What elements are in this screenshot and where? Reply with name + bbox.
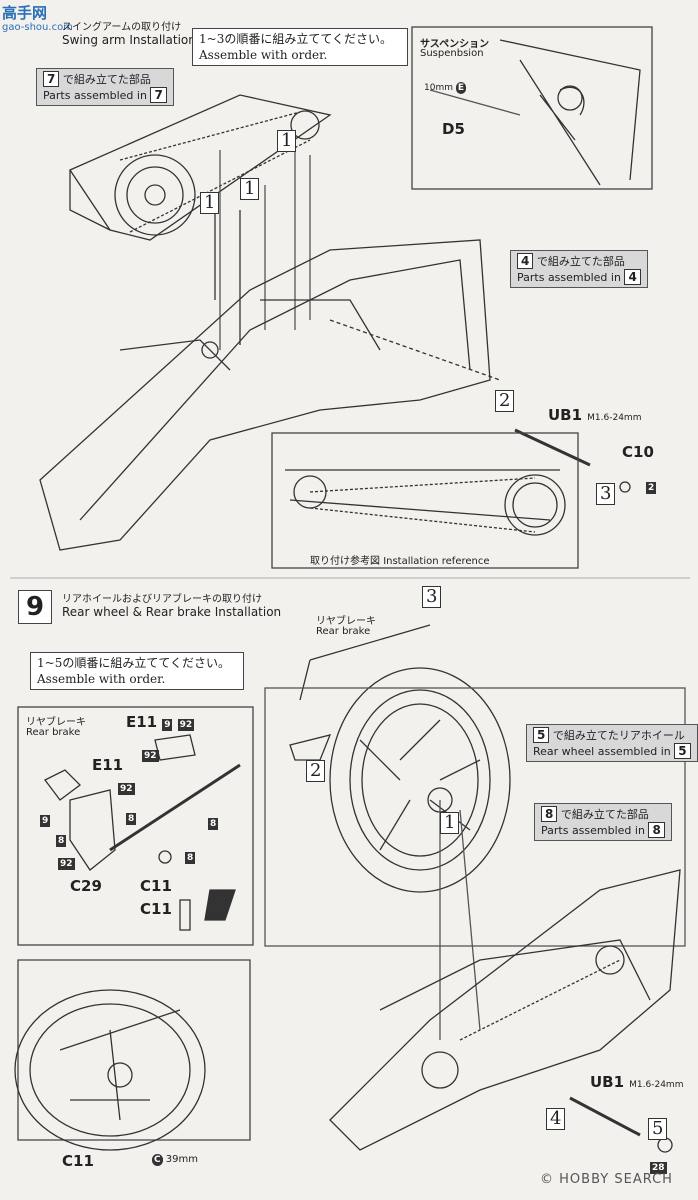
part-e11: E11 (92, 756, 124, 774)
order-1-step9: 1 (440, 812, 460, 834)
size-10mm: 10mm E (424, 82, 467, 94)
qty-9b: 9 (40, 815, 51, 827)
step9-title-jp: リアホイールおよびリアブレーキの取り付け (62, 594, 262, 605)
ub1-spec: M1.6-24mm (629, 1080, 684, 1090)
label-en: Parts assembled in (517, 271, 621, 284)
label-en: Rear wheel assembled in (533, 745, 671, 758)
part-c11-a: C11 (140, 877, 172, 895)
step8-title-en: Swing arm Installation (62, 33, 196, 47)
ub1-label: UB1 (548, 406, 583, 424)
rearbrake-label-jp-top: リヤブレーキ (316, 616, 376, 627)
rearbrake-inset-en: Rear brake (26, 727, 81, 738)
size-39mm: C 39mm (152, 1154, 198, 1166)
order-3: 3 (596, 483, 616, 505)
qty-8b: 8 (56, 835, 67, 847)
label-en: Parts assembled in (541, 824, 645, 837)
part-e11-top: E11 9 92 (126, 712, 195, 731)
c-mark: C (152, 1154, 163, 1166)
step-ref-7: 7 (43, 71, 60, 87)
watermark-text: 高手网 (2, 4, 48, 22)
size-value: 39mm (165, 1154, 199, 1165)
order-2: 2 (495, 390, 515, 412)
order-4-step9: 4 (546, 1108, 566, 1130)
step9-parts-assembled-8: 8 で組み立てた部品 Parts assembled in 8 (534, 803, 672, 841)
step8-parts-assembled-7: 7 で組み立てた部品 Parts assembled in 7 (36, 68, 174, 106)
step8-parts-assembled-4: 4 で組み立てた部品 Parts assembled in 4 (510, 250, 648, 288)
step8-order-en: Assemble with order. (199, 48, 328, 62)
step9-order-jp: 1~5の順番に組み立ててください。 (37, 656, 230, 670)
logo-text: HOBBY SEARCH (559, 1172, 673, 1187)
ub1-label: UB1 (590, 1073, 625, 1091)
suspension-label-en: Suspenbsion (420, 48, 484, 59)
step8-order-note: 1~3の順番に組み立ててください。 Assemble with order. (192, 28, 408, 66)
step9-order-en: Assemble with order. (37, 672, 166, 686)
hobbysearch-logo: © HOBBY SEARCH (540, 1172, 673, 1187)
label-jp: で組み立てたリアホイール (552, 729, 685, 742)
qty-8c: 8 (208, 818, 219, 830)
size-value: 10mm (424, 83, 453, 93)
suspension-label-jp: サスペンション (420, 39, 490, 50)
part-d5: D5 (442, 120, 465, 138)
label-jp: で組み立てた部品 (62, 73, 151, 86)
qty-92: 92 (177, 719, 195, 731)
step-ref-4: 4 (517, 253, 534, 269)
ref-jp: 取り付け参考図 (310, 556, 380, 567)
step9-number: 9 (18, 590, 52, 624)
label-jp: で組み立てた部品 (536, 255, 625, 268)
part-c29: C29 (70, 877, 102, 895)
part-c11-bottom: C11 (62, 1152, 94, 1170)
ub1-spec: M1.6-24mm (587, 413, 642, 423)
order-3-step9: 3 (422, 586, 442, 608)
step9-rear-wheel-assembled-5: 5 で組み立てたリアホイール Rear wheel assembled in 5 (526, 724, 698, 762)
qty-9: 9 (162, 719, 173, 731)
part-ub1-step9: UB1 M1.6-24mm (590, 1072, 683, 1091)
qty-92b: 92 (142, 750, 159, 762)
order-2-step9: 2 (306, 760, 326, 782)
label-en: Parts assembled in (43, 89, 147, 102)
part-c11-b: C11 (140, 900, 172, 918)
step9-order-note: 1~5の順番に組み立ててください。 Assemble with order. (30, 652, 244, 690)
e11-label: E11 (126, 713, 158, 731)
step8-title-jp: スイングアームの取り付け (62, 22, 182, 33)
copyright-mark: © (540, 1172, 554, 1187)
qty-8d: 8 (185, 852, 196, 864)
qty-2: 2 (646, 482, 657, 494)
step-ref-8: 8 (541, 806, 558, 822)
order-1b: 1 (240, 178, 260, 200)
step-ref-5: 5 (533, 727, 550, 743)
step-ref-8b: 8 (648, 822, 665, 838)
order-5-step9: 5 (648, 1118, 668, 1140)
order-1c: 1 (200, 192, 220, 214)
step-ref-5b: 5 (674, 743, 691, 759)
install-reference-caption: 取り付け参考図 Installation reference (310, 552, 490, 567)
rearbrake-label-en-top: Rear brake (316, 626, 371, 637)
ref-en: Installation reference (383, 556, 490, 567)
step9-title-en: Rear wheel & Rear brake Installation (62, 605, 282, 619)
e-mark: E (455, 82, 467, 94)
qty-92c: 92 (118, 783, 135, 795)
watermark-url: gao-shou.com (2, 22, 73, 33)
qty-28: 28 (650, 1162, 667, 1174)
rearbrake-inset-jp: リヤブレーキ (26, 717, 86, 728)
step-ref-7b: 7 (150, 87, 167, 103)
step-ref-4b: 4 (624, 269, 641, 285)
part-c10: C10 (622, 443, 654, 461)
label-jp: で組み立てた部品 (560, 808, 649, 821)
qty-8a: 8 (126, 813, 137, 825)
step8-order-jp: 1~3の順番に組み立ててください。 (199, 32, 392, 46)
part-ub1-step8: UB1 M1.6-24mm (548, 405, 641, 424)
qty-92d: 92 (58, 858, 75, 870)
order-1a: 1 (277, 130, 297, 152)
